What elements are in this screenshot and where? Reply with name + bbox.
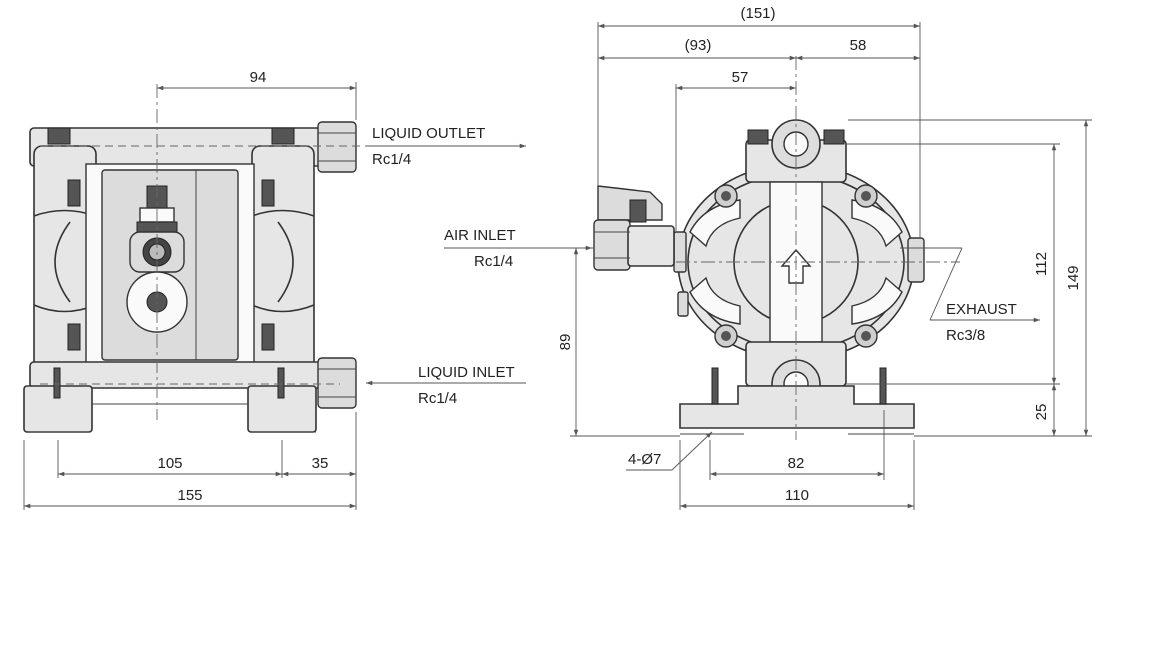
liquid-inlet-label: LIQUID INLET bbox=[418, 364, 515, 381]
exhaust-port bbox=[907, 237, 925, 283]
bolt bbox=[261, 179, 275, 207]
front-view: (151) (93) 58 57 112 149 25 89 bbox=[444, 5, 1092, 510]
dim-105: 105 bbox=[157, 455, 182, 472]
liquid-outlet-size: Rc1/4 bbox=[372, 151, 411, 168]
bolt bbox=[67, 179, 81, 207]
air-inlet-label: AIR INLET bbox=[444, 227, 516, 244]
side-view: 94 105 35 155 LIQUID OUTLET Rc1/4 LIQUID… bbox=[23, 69, 526, 510]
side-dimensions: 94 105 35 155 bbox=[23, 69, 357, 510]
exhaust-label: EXHAUST bbox=[946, 301, 1017, 318]
dim-89: 89 bbox=[557, 334, 574, 351]
outlet-port bbox=[317, 121, 357, 173]
air-inlet-size: Rc1/4 bbox=[474, 253, 513, 270]
bolt bbox=[261, 323, 275, 351]
front-dimensions: (151) (93) 58 57 112 149 25 89 bbox=[557, 5, 1092, 510]
dim-25: 25 bbox=[1033, 404, 1050, 421]
dim-82: 82 bbox=[788, 455, 805, 472]
dim-110: 110 bbox=[785, 487, 809, 504]
air-valve-front bbox=[593, 219, 631, 271]
dim-57: 57 bbox=[732, 69, 749, 86]
dim-151: (151) bbox=[740, 5, 775, 22]
bolt bbox=[47, 127, 71, 145]
dim-112: 112 bbox=[1033, 252, 1050, 276]
right-chamber bbox=[251, 145, 315, 377]
dim-93: (93) bbox=[685, 37, 712, 54]
bolt bbox=[271, 127, 295, 145]
dim-58: 58 bbox=[850, 37, 867, 54]
liquid-inlet-size: Rc1/4 bbox=[418, 390, 457, 407]
dim-155: 155 bbox=[177, 487, 202, 504]
exhaust-size: Rc3/8 bbox=[946, 327, 985, 344]
dim-base-holes: 4-Ø7 bbox=[628, 451, 661, 468]
liquid-outlet-label: LIQUID OUTLET bbox=[372, 125, 485, 142]
bolt bbox=[67, 323, 81, 351]
dim-35: 35 bbox=[312, 455, 329, 472]
dim-149: 149 bbox=[1065, 265, 1082, 290]
inlet-port bbox=[317, 357, 357, 409]
base-plate bbox=[679, 385, 915, 429]
dim-94: 94 bbox=[250, 69, 267, 86]
